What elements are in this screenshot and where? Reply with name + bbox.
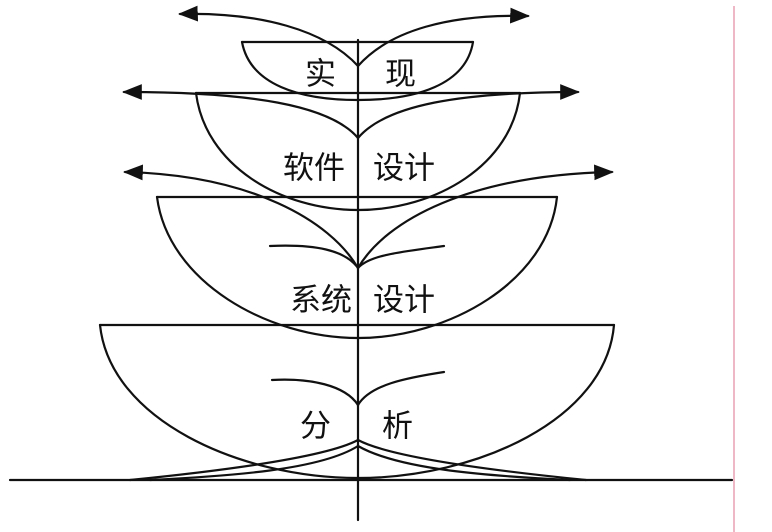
layer-implementation: 实 现 [178,5,530,102]
impl-bowl [240,40,475,102]
layer-system-design: 系统 设计 [123,164,614,340]
system-fountain-right [356,164,614,270]
software-label-right: 设计 [373,151,435,187]
analysis-bowl [98,323,616,480]
impl-label-right: 现 [385,57,416,93]
analysis-leaf-right [356,370,446,407]
analysis-fountain-left [128,438,360,482]
analysis-label-right: 析 [382,409,413,445]
software-fountain-right [356,84,580,140]
system-label-left: 系统 [290,283,352,319]
system-fountain-left [123,164,360,270]
root-left [148,444,360,482]
impl-label-left: 实 [305,57,336,93]
system-label-right: 设计 [373,283,435,319]
impl-fountain-right [356,7,530,68]
software-fountain-left [122,84,360,140]
analysis-leaf-left [270,378,360,407]
layer-analysis: 分 析 [98,323,616,482]
layer-software-design: 软件 设计 [122,84,580,212]
impl-fountain-left [178,5,360,68]
analysis-fountain-right [356,438,588,482]
analysis-label-left: 分 [300,409,331,445]
root-right [356,444,572,482]
software-bowl [194,91,522,212]
system-bowl [155,195,559,340]
system-leaf-right [356,244,446,270]
software-label-left: 软件 [283,151,345,187]
